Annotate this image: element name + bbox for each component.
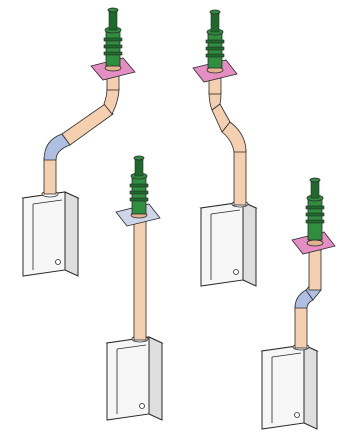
control-knob-icon — [294, 412, 300, 418]
control-knob-icon — [139, 403, 145, 409]
flue-pipe — [43, 157, 57, 195]
boiler — [105, 335, 164, 421]
control-knob-icon — [233, 269, 239, 275]
flue-pipe — [294, 305, 308, 349]
flue-terminal — [103, 7, 123, 67]
flue-terminal — [305, 177, 325, 241]
flue-pipe — [61, 103, 114, 146]
flue-config-offset-right — [192, 9, 258, 287]
flue-terminal — [205, 9, 225, 69]
flue-pipe — [233, 149, 247, 206]
flue-config-offset-left — [21, 7, 136, 277]
boiler — [21, 190, 80, 277]
boiler — [199, 200, 258, 287]
flue-config-short-offset — [260, 177, 336, 430]
flue-terminal — [129, 155, 149, 215]
flue-config-straight — [105, 155, 164, 421]
flue-pipe — [133, 217, 147, 341]
flue-pipe — [308, 249, 322, 291]
control-knob-icon — [55, 259, 61, 265]
boiler — [260, 343, 319, 430]
